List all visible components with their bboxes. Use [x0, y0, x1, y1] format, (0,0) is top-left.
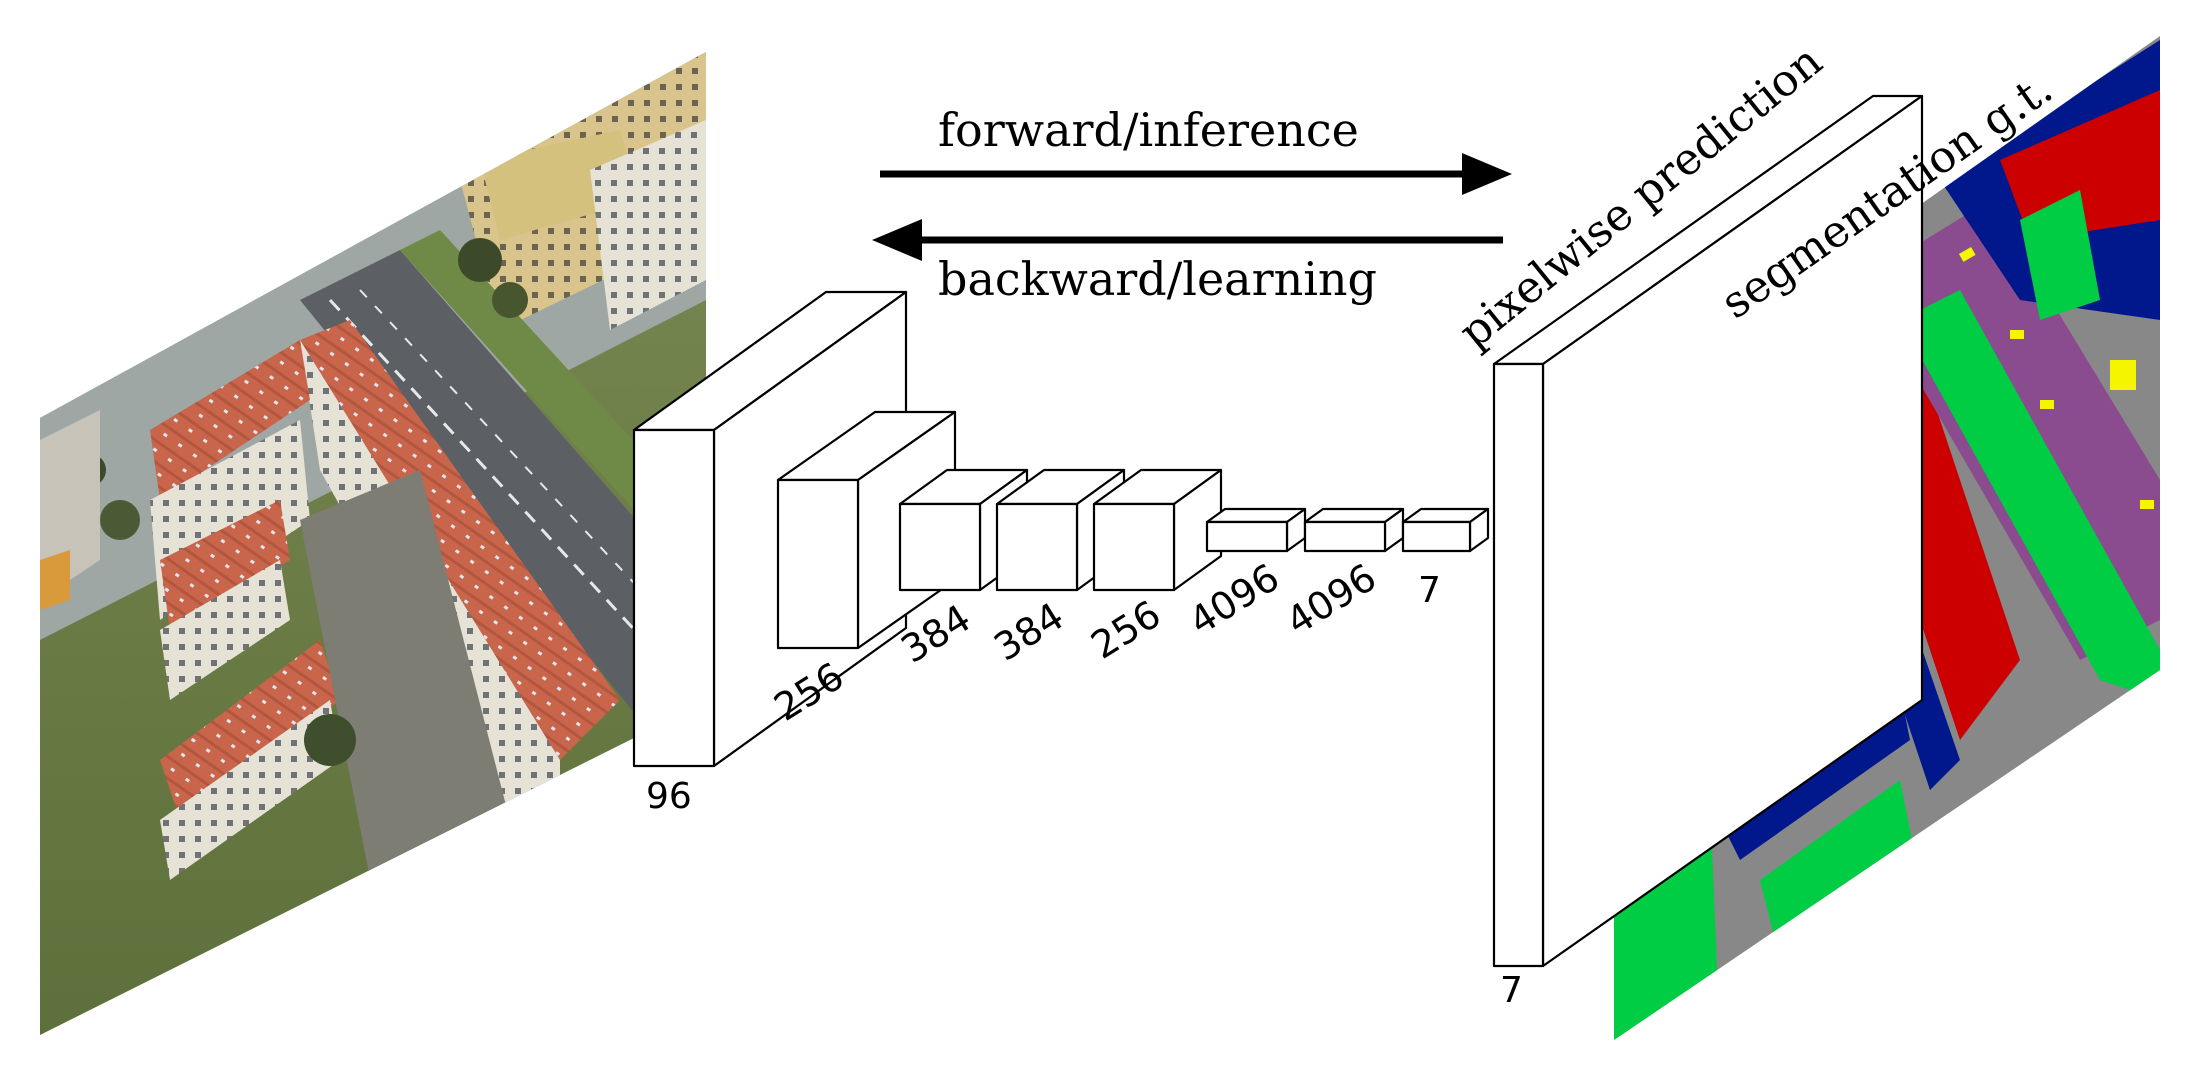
output-channels-label: 7	[1500, 970, 1523, 1011]
layer-4-size-label: 384	[986, 594, 1071, 670]
backward-learning-label: backward/learning	[938, 252, 1377, 306]
layer-7-size-label: 4096	[1278, 555, 1383, 644]
conv-layer-5-box	[1092, 468, 1223, 592]
input-aerial-image	[40, 52, 706, 1035]
backward-arrow	[872, 219, 1503, 261]
layer-1-size-label: 96	[646, 776, 692, 817]
forward-inference-label: forward/inference	[938, 103, 1359, 157]
layer-5-size-label: 256	[1083, 592, 1168, 668]
forward-arrow	[880, 153, 1512, 195]
layer-8-size-label: 7	[1418, 570, 1441, 611]
fc-layer-7-box	[1303, 507, 1405, 553]
fc-layer-6-box	[1205, 507, 1307, 553]
pixelwise-prediction-box	[1492, 94, 1924, 968]
score-layer-box	[1401, 507, 1490, 553]
